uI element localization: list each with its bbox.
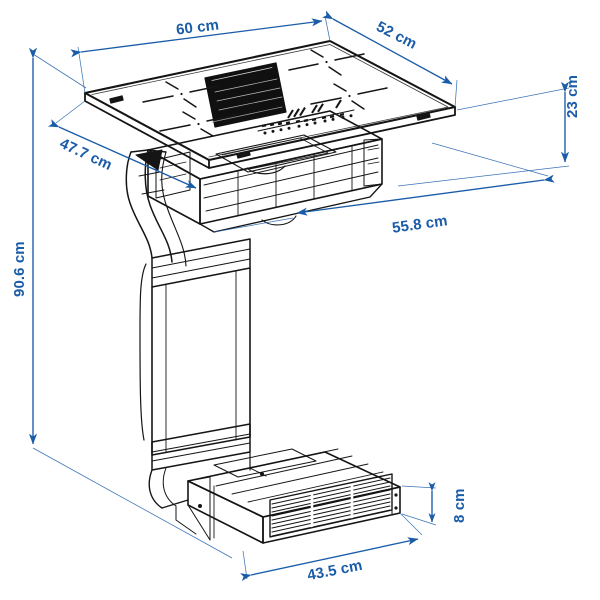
dimension-line-55-8cm — [213, 142, 555, 233]
grille-louvres — [271, 477, 391, 537]
dimension-line-23cm — [397, 81, 570, 187]
base-filter-unit — [161, 448, 401, 544]
vertical-duct — [139, 238, 251, 509]
product-artwork — [83, 39, 457, 544]
dimension-lines — [28, 10, 570, 582]
dimension-line-90-6cm — [28, 47, 233, 559]
grille-separators — [310, 484, 354, 532]
extractor-air-inlet-slot — [204, 62, 287, 128]
dimension-line-52cm — [322, 10, 458, 108]
cooktop-edge-fixings — [109, 95, 431, 159]
dimension-line-43-5cm — [240, 512, 423, 582]
dimension-line-47-7cm — [47, 100, 197, 189]
dimension-label-23cm: 23 cm — [564, 74, 581, 118]
dimension-line-8cm — [401, 482, 437, 526]
dimension-label-90-6cm: 90.6 cm — [11, 241, 28, 297]
dimension-label-8cm: 8 cm — [451, 488, 468, 523]
duct-elbow — [125, 149, 187, 267]
